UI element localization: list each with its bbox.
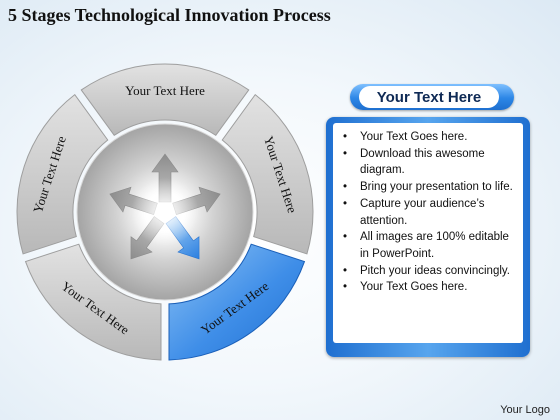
bullet-item: Capture your audience’s attention. — [343, 196, 519, 229]
diagram-segment-1 — [80, 63, 250, 136]
bullet-item: Bring your presentation to life. — [343, 179, 519, 196]
bullet-item: Your Text Goes here. — [343, 279, 519, 296]
diagram-segment-3 — [168, 243, 306, 361]
page-title: 5 Stages Technological Innovation Proces… — [8, 5, 331, 25]
panel-header-text: Your Text Here — [359, 86, 499, 108]
bullet-item: All images are 100% editable in PowerPoi… — [343, 229, 519, 262]
diagram-segment-5 — [16, 93, 109, 255]
diagram-segment-2 — [221, 93, 314, 255]
bullet-list: Your Text Goes here. Download this aweso… — [333, 123, 523, 296]
text-panel: Your Text Goes here. Download this aweso… — [326, 117, 530, 357]
text-panel-body: Your Text Goes here. Download this aweso… — [333, 123, 523, 343]
bullet-item: Your Text Goes here. — [343, 129, 519, 146]
hub-glow — [131, 178, 199, 246]
panel-header-pill: Your Text Here — [350, 84, 514, 110]
diagram-segment-4 — [24, 243, 162, 361]
diagram-segment-label-1: Your Text Here — [125, 83, 205, 98]
bullet-item: Download this awesome diagram. — [343, 146, 519, 179]
bullet-item: Pitch your ideas convincingly. — [343, 263, 519, 280]
footer-logo: Your Logo — [500, 404, 550, 416]
